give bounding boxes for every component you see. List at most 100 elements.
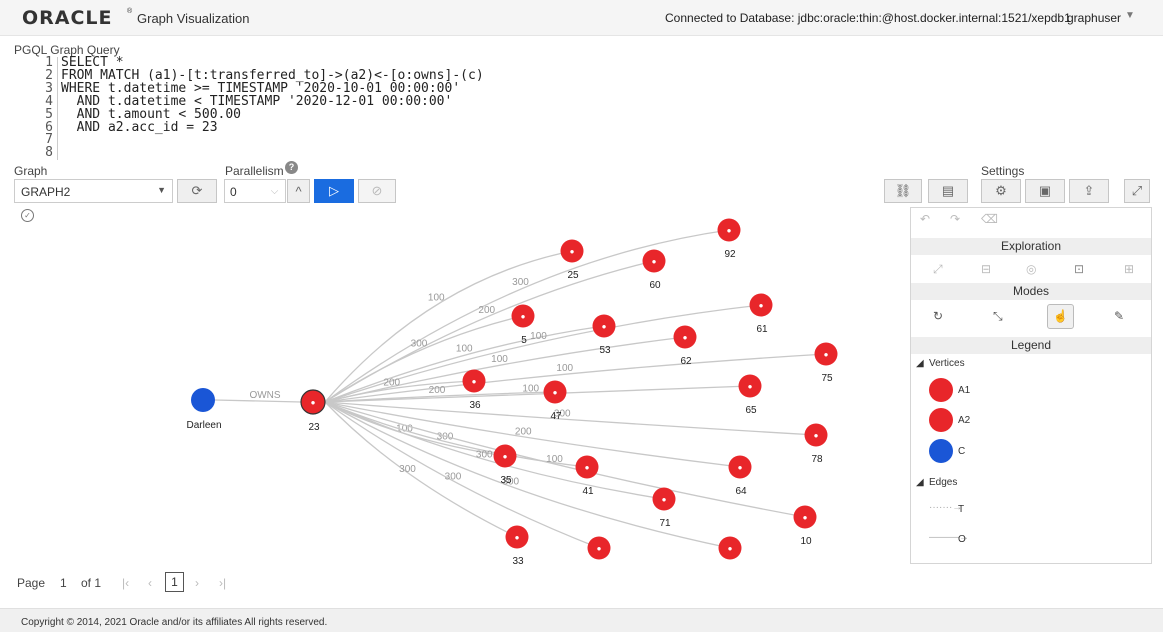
transfer-edge[interactable] <box>324 385 751 403</box>
account-vertex[interactable] <box>642 249 666 273</box>
copyright: Copyright © 2014, 2021 Oracle and/or its… <box>21 617 328 628</box>
eraser-icon[interactable]: ⌫ <box>981 212 998 226</box>
help-icon[interactable]: ? <box>285 161 298 174</box>
vertex-label: 36 <box>469 400 481 411</box>
account-vertex[interactable] <box>814 342 838 366</box>
transfer-edge[interactable] <box>324 229 730 403</box>
prev-page-button[interactable]: ‹ <box>148 576 152 590</box>
account-vertex[interactable] <box>804 423 828 447</box>
settings-label: Settings <box>981 164 1025 178</box>
vertices-caret-icon[interactable]: ◢ <box>916 358 924 369</box>
vertices-label: Vertices <box>929 358 965 369</box>
chevron-up-icon: ^ <box>295 183 302 199</box>
code-line[interactable]: 7 <box>14 133 714 148</box>
account-vertex[interactable] <box>738 374 762 398</box>
expand-icon[interactable]: ⤢ <box>933 262 943 276</box>
account-vertex[interactable] <box>673 325 697 349</box>
increment-button[interactable]: ^ <box>287 179 310 203</box>
transfer-edge[interactable] <box>324 336 686 403</box>
account-vertex[interactable] <box>543 380 567 404</box>
user-menu[interactable]: graphuser <box>1067 11 1122 25</box>
account-vertex[interactable] <box>793 505 817 529</box>
settings-button[interactable]: ⚙ <box>981 179 1021 203</box>
save-button[interactable]: ▣ <box>1025 179 1065 203</box>
transfer-edge[interactable] <box>324 401 817 436</box>
account-vertex[interactable] <box>749 293 773 317</box>
undo-icon[interactable]: ↶ <box>920 212 931 226</box>
select-node-icon[interactable]: ⊡ <box>1074 262 1085 276</box>
edit-icon[interactable]: ✎ <box>1114 309 1125 323</box>
edges-label: Edges <box>929 477 958 488</box>
parallelism-input[interactable]: 0 <box>224 179 286 203</box>
next-page-button[interactable]: › <box>195 576 199 590</box>
edge-amount-label: 200 <box>515 426 532 437</box>
legend-o-arrow-icon: ———→ <box>929 532 969 543</box>
transfer-edge[interactable] <box>324 401 806 518</box>
last-page-button[interactable]: ›| <box>219 576 227 590</box>
transfer-edge[interactable] <box>324 401 600 549</box>
code-text: FROM MATCH (a1)-[t:transferred_to]->(a2)… <box>61 67 484 83</box>
transfer-edge[interactable] <box>324 401 518 538</box>
transfer-edge[interactable] <box>324 401 731 549</box>
table-view-button[interactable]: ▤ <box>928 179 968 203</box>
pan-mode-button[interactable]: ☝ <box>1047 304 1074 329</box>
center-account-vertex[interactable] <box>300 389 326 415</box>
transfer-edge[interactable] <box>324 325 605 403</box>
edge-amount-label: 100 <box>396 424 413 435</box>
transfer-edge[interactable] <box>324 315 524 403</box>
account-vertex[interactable] <box>587 536 611 560</box>
first-page-button[interactable]: |‹ <box>122 576 130 590</box>
owns-edge[interactable] <box>214 399 302 403</box>
group-icon[interactable]: ⊞ <box>1124 262 1135 276</box>
redo-icon[interactable]: ↷ <box>950 212 961 226</box>
transfer-edge[interactable] <box>324 304 762 403</box>
account-vertex[interactable] <box>592 314 616 338</box>
account-vertex[interactable] <box>511 304 535 328</box>
focus-icon[interactable]: ◎ <box>1026 262 1037 276</box>
shrink-icon[interactable]: ⤡ <box>993 309 1003 323</box>
account-vertex[interactable] <box>728 455 752 479</box>
account-vertex[interactable] <box>493 444 517 468</box>
code-line[interactable]: 6 AND a2.acc_id = 23 <box>14 121 714 135</box>
code-line[interactable]: 5 AND t.amount < 500.00 <box>14 108 714 122</box>
account-vertex[interactable] <box>718 536 742 560</box>
account-vertex[interactable] <box>505 525 529 549</box>
edge-amount-label: 300 <box>476 449 493 460</box>
transfer-edge[interactable] <box>324 401 741 468</box>
export-button[interactable]: ⇪ <box>1069 179 1109 203</box>
code-line[interactable]: 8 <box>14 146 714 161</box>
customer-vertex[interactable] <box>191 388 215 412</box>
graph-select[interactable]: GRAPH2 ▼ <box>14 179 173 203</box>
cancel-query-button[interactable]: ⊘ <box>358 179 396 203</box>
account-vertex[interactable] <box>717 218 741 242</box>
transfer-edge[interactable] <box>324 380 475 403</box>
account-vertex[interactable] <box>575 455 599 479</box>
transfer-edge[interactable] <box>324 250 573 403</box>
run-query-button[interactable]: ▷ <box>314 179 354 203</box>
line-number: 2 <box>14 69 58 83</box>
chevron-down-icon: ⌵ <box>270 185 279 197</box>
account-vertex[interactable] <box>652 487 676 511</box>
legend-header: Legend <box>911 337 1151 354</box>
account-vertex[interactable] <box>560 239 584 263</box>
collapse-icon[interactable]: ⊟ <box>981 262 992 276</box>
current-page-button[interactable]: 1 <box>165 572 184 592</box>
chevron-down-icon[interactable]: ▼ <box>1125 10 1135 21</box>
fullscreen-button[interactable]: ⤢ <box>1124 179 1150 203</box>
account-vertex[interactable] <box>462 369 486 393</box>
refresh-graphs-button[interactable]: ⟳ <box>177 179 217 203</box>
decrement-button[interactable]: ⌵ <box>263 179 286 203</box>
transfer-edge[interactable] <box>324 401 665 500</box>
transfer-edge[interactable] <box>324 401 588 468</box>
edges-caret-icon[interactable]: ◢ <box>916 477 924 488</box>
edge-amount-label: 200 <box>478 305 495 316</box>
code-line[interactable]: 4 AND t.datetime < TIMESTAMP '2020-12-01… <box>14 95 714 109</box>
graph-view-button[interactable]: ⛓ <box>884 179 922 203</box>
rotate-icon[interactable]: ↻ <box>933 309 944 323</box>
transfer-edge[interactable] <box>324 353 827 403</box>
